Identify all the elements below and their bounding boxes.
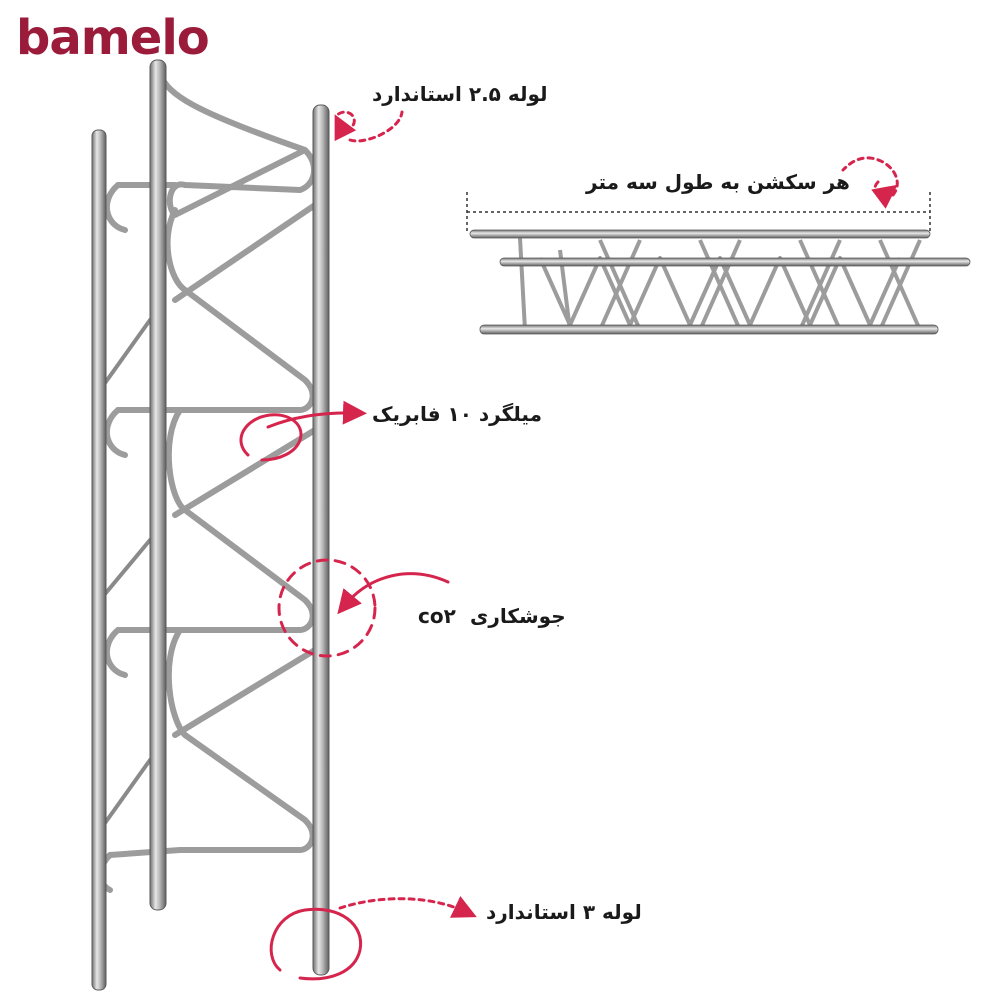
brand-logo: bamelo (16, 10, 210, 66)
horizontal-section (466, 192, 971, 335)
welding-label: جوشکاری (470, 604, 566, 628)
pipe-top-label: لوله ۲.۵ استاندارد (372, 82, 548, 106)
section-length-label: هر سکشن به طول سه متر (586, 170, 850, 194)
horizontal-pipe-middle (499, 257, 971, 267)
rebar-label: میلگرد ۱۰ فابریک (372, 402, 542, 426)
welding-marker-icon (277, 558, 377, 658)
horizontal-lacing (518, 237, 922, 331)
pipe-front-right (312, 104, 330, 976)
pipe-center (149, 59, 167, 911)
welding-arrow-icon (337, 572, 450, 615)
horizontal-pipe-bottom (479, 324, 939, 335)
horizontal-pipe-top (469, 229, 931, 239)
pipe-bottom-arrow-icon (338, 896, 477, 918)
pipe-bottom-label: لوله ۳ استاندارد (486, 900, 642, 924)
rebar-lacing (97, 72, 318, 893)
rebar-arrow-icon (266, 400, 367, 429)
rebar-marker-icon (239, 413, 303, 462)
section-length-arrow-icon (841, 156, 897, 195)
pipe-top-arrow-icon (337, 112, 404, 143)
welding-co2-label: co۲ (418, 604, 456, 628)
pipe-bottom-marker-icon (269, 907, 363, 981)
dimension-line (466, 192, 931, 232)
tower-section (91, 59, 330, 991)
annotation-markers (239, 112, 897, 981)
pipe-back-left (91, 129, 107, 991)
